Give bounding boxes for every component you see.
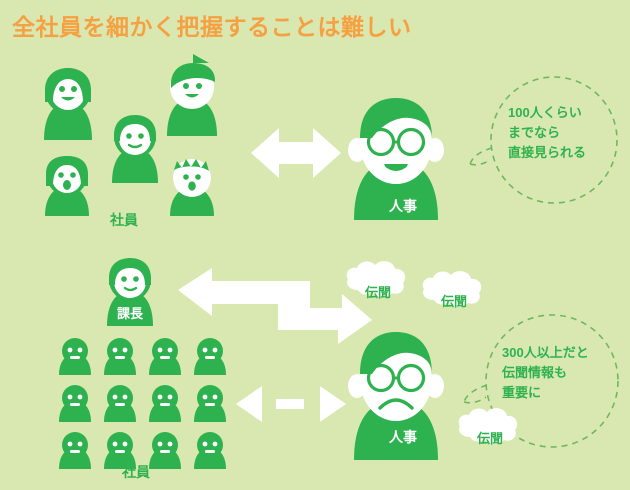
double-headed-solid-arrow	[251, 128, 341, 178]
double-headed-zigzag-arrow	[178, 268, 372, 344]
label-employees-bottom: 社員	[122, 464, 150, 480]
employee-figure	[170, 159, 214, 216]
thought-bubble-top-text: 100人くらい までなら 直接見られる	[508, 103, 586, 163]
page-title: 全社員を細かく把握することは難しい	[12, 14, 412, 40]
label-hr-top: 人事	[389, 198, 417, 214]
employee-grid	[59, 338, 226, 469]
employee-figure	[112, 115, 158, 183]
employee-figure	[44, 68, 92, 140]
hearsay-cloud-label: 伝聞	[441, 294, 468, 309]
bubble-line: までなら	[508, 125, 561, 141]
bubble-line: 100人くらい	[508, 105, 582, 120]
employee-figure	[167, 54, 217, 136]
label-hr-bottom: 人事	[389, 429, 417, 445]
double-headed-dashed-arrow	[236, 386, 346, 422]
hearsay-cloud-label: 伝聞	[365, 285, 392, 300]
label-manager: 課長	[117, 306, 144, 321]
employee-figure	[45, 156, 89, 216]
bubble-line: 直接見られる	[508, 145, 587, 161]
thought-bubble-bottom-text: 300人以上だと 伝聞情報も 重要に	[502, 343, 589, 403]
hearsay-cloud-label: 伝聞	[477, 431, 504, 446]
bubble-line: 重要に	[502, 385, 542, 401]
bubble-line: 伝聞情報も	[502, 365, 568, 381]
bubble-line: 300人以上だと	[502, 345, 589, 360]
label-employees-top: 社員	[110, 212, 138, 228]
